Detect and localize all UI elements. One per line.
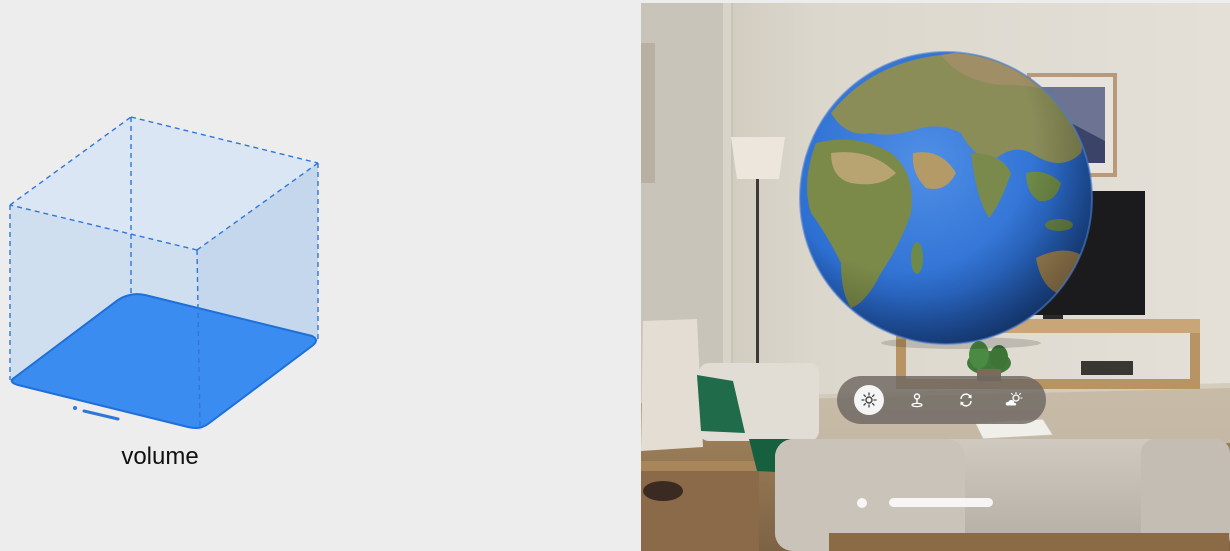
volume-caption: volume — [121, 443, 199, 470]
location-pin-button[interactable] — [902, 385, 932, 415]
side-table — [641, 461, 759, 551]
floor-lamp-shade — [731, 137, 785, 179]
volume-box-diagram — [9, 116, 319, 430]
table-lamp-shade — [641, 319, 703, 451]
volume-illustration-panel: volume — [9, 116, 319, 470]
rotate-icon — [959, 393, 972, 407]
volume-close-dot — [73, 406, 77, 410]
globe-ornament-toolbar — [837, 376, 1046, 424]
sun-cloud-button[interactable] — [999, 385, 1029, 415]
volume-box-top-face — [10, 117, 318, 250]
rotate-button[interactable] — [951, 385, 981, 415]
potted-plant — [967, 341, 1011, 381]
earth-globe — [799, 51, 1093, 345]
sun-icon — [861, 392, 877, 408]
volume-base-plane — [10, 293, 317, 429]
visionos-room-scene — [641, 3, 1230, 551]
green-cushion — [697, 375, 745, 433]
window-grabber-bar[interactable] — [889, 498, 993, 507]
sun-button[interactable] — [854, 385, 885, 415]
volume-grabber-bar — [82, 409, 120, 421]
location-pin-icon — [911, 393, 923, 408]
room-scene-illustration — [641, 3, 1230, 551]
sun-cloud-icon — [1005, 392, 1023, 406]
window-close-control[interactable] — [857, 498, 867, 508]
